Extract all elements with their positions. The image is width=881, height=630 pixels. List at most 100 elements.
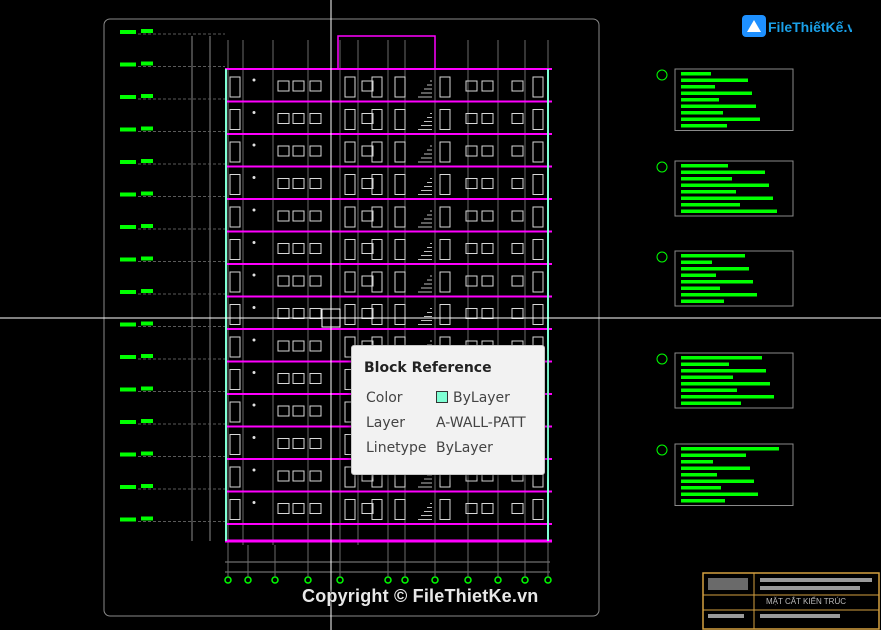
window <box>511 243 524 254</box>
grid-bubble <box>521 576 529 584</box>
grid-bubble <box>224 576 232 584</box>
grid-bubble <box>384 576 392 584</box>
window <box>292 80 305 92</box>
elevation-tag <box>120 257 136 262</box>
door <box>394 239 406 260</box>
legend-line <box>681 203 740 207</box>
legend-line <box>681 196 773 200</box>
tooltip-value-linetype: ByLayer <box>436 440 493 456</box>
door <box>229 369 241 390</box>
legend-line <box>681 72 711 76</box>
door <box>229 109 241 130</box>
legend-line <box>681 254 745 258</box>
tooltip-value-layer: A-WALL-PATT <box>436 415 526 431</box>
window <box>309 113 322 124</box>
elevation-value <box>141 289 153 293</box>
window <box>481 80 494 92</box>
elevation-value <box>141 61 153 66</box>
window <box>309 308 322 319</box>
elevation-value <box>141 516 153 521</box>
legend-line <box>681 98 719 102</box>
window <box>277 470 290 482</box>
door <box>439 174 451 195</box>
legend-line <box>681 124 727 128</box>
door <box>532 239 544 260</box>
window <box>309 210 322 222</box>
elevation-value <box>141 451 153 456</box>
window <box>511 113 524 124</box>
door <box>439 499 451 520</box>
elevation-value <box>141 484 153 488</box>
color-swatch-icon <box>436 391 448 403</box>
window <box>361 145 374 157</box>
legend-line <box>681 273 716 277</box>
legend-line <box>681 395 774 399</box>
legend-line <box>681 117 760 121</box>
door <box>439 239 451 260</box>
elevation-tag <box>120 355 136 359</box>
door <box>229 336 241 358</box>
door <box>394 304 406 325</box>
door <box>344 206 356 228</box>
door <box>532 206 544 228</box>
legend-line <box>681 492 758 496</box>
door <box>229 401 241 423</box>
pickbox <box>321 308 341 328</box>
window <box>361 113 374 124</box>
elevation-value <box>141 354 153 358</box>
window <box>309 243 322 254</box>
legend-line <box>681 286 720 290</box>
legend-line <box>681 293 757 297</box>
window <box>292 243 305 254</box>
elevation-annotations <box>120 29 225 522</box>
elevation-value <box>141 94 153 98</box>
legend-box <box>674 352 794 409</box>
door <box>229 206 241 228</box>
door <box>439 141 451 163</box>
legend-box <box>674 68 794 131</box>
window <box>292 340 305 352</box>
elevation-tag <box>120 30 136 34</box>
grid-bubble <box>304 576 312 584</box>
door <box>394 206 406 228</box>
door <box>394 109 406 130</box>
window <box>481 178 494 189</box>
title-text-line <box>760 578 872 582</box>
title-logo-area <box>708 578 748 590</box>
door <box>344 239 356 260</box>
light-fixture <box>252 176 256 179</box>
door <box>439 206 451 228</box>
door <box>229 76 241 98</box>
legend-marker <box>656 69 668 81</box>
legend-line <box>681 183 769 187</box>
window <box>277 438 290 449</box>
legend-line <box>681 479 754 483</box>
door <box>371 206 383 228</box>
window <box>465 80 478 92</box>
window <box>277 275 290 287</box>
window <box>277 340 290 352</box>
window <box>481 503 494 514</box>
legend-line <box>681 486 721 490</box>
window <box>511 503 524 514</box>
window <box>277 308 290 319</box>
window <box>361 243 374 254</box>
grid-axis-bubbles <box>224 545 552 584</box>
window <box>361 275 374 287</box>
legend-line <box>681 104 756 108</box>
elevation-value <box>141 256 153 261</box>
window <box>292 503 305 514</box>
window <box>309 373 322 384</box>
light-fixture <box>252 111 256 114</box>
elevation-tag <box>120 192 136 197</box>
elevation-value <box>141 159 153 163</box>
legend-line <box>681 473 717 477</box>
light-fixture <box>252 338 256 342</box>
grid-bubble <box>401 576 409 584</box>
elevation-tag <box>120 517 136 522</box>
window <box>292 113 305 124</box>
window <box>309 405 322 417</box>
door <box>532 304 544 325</box>
door <box>344 141 356 163</box>
